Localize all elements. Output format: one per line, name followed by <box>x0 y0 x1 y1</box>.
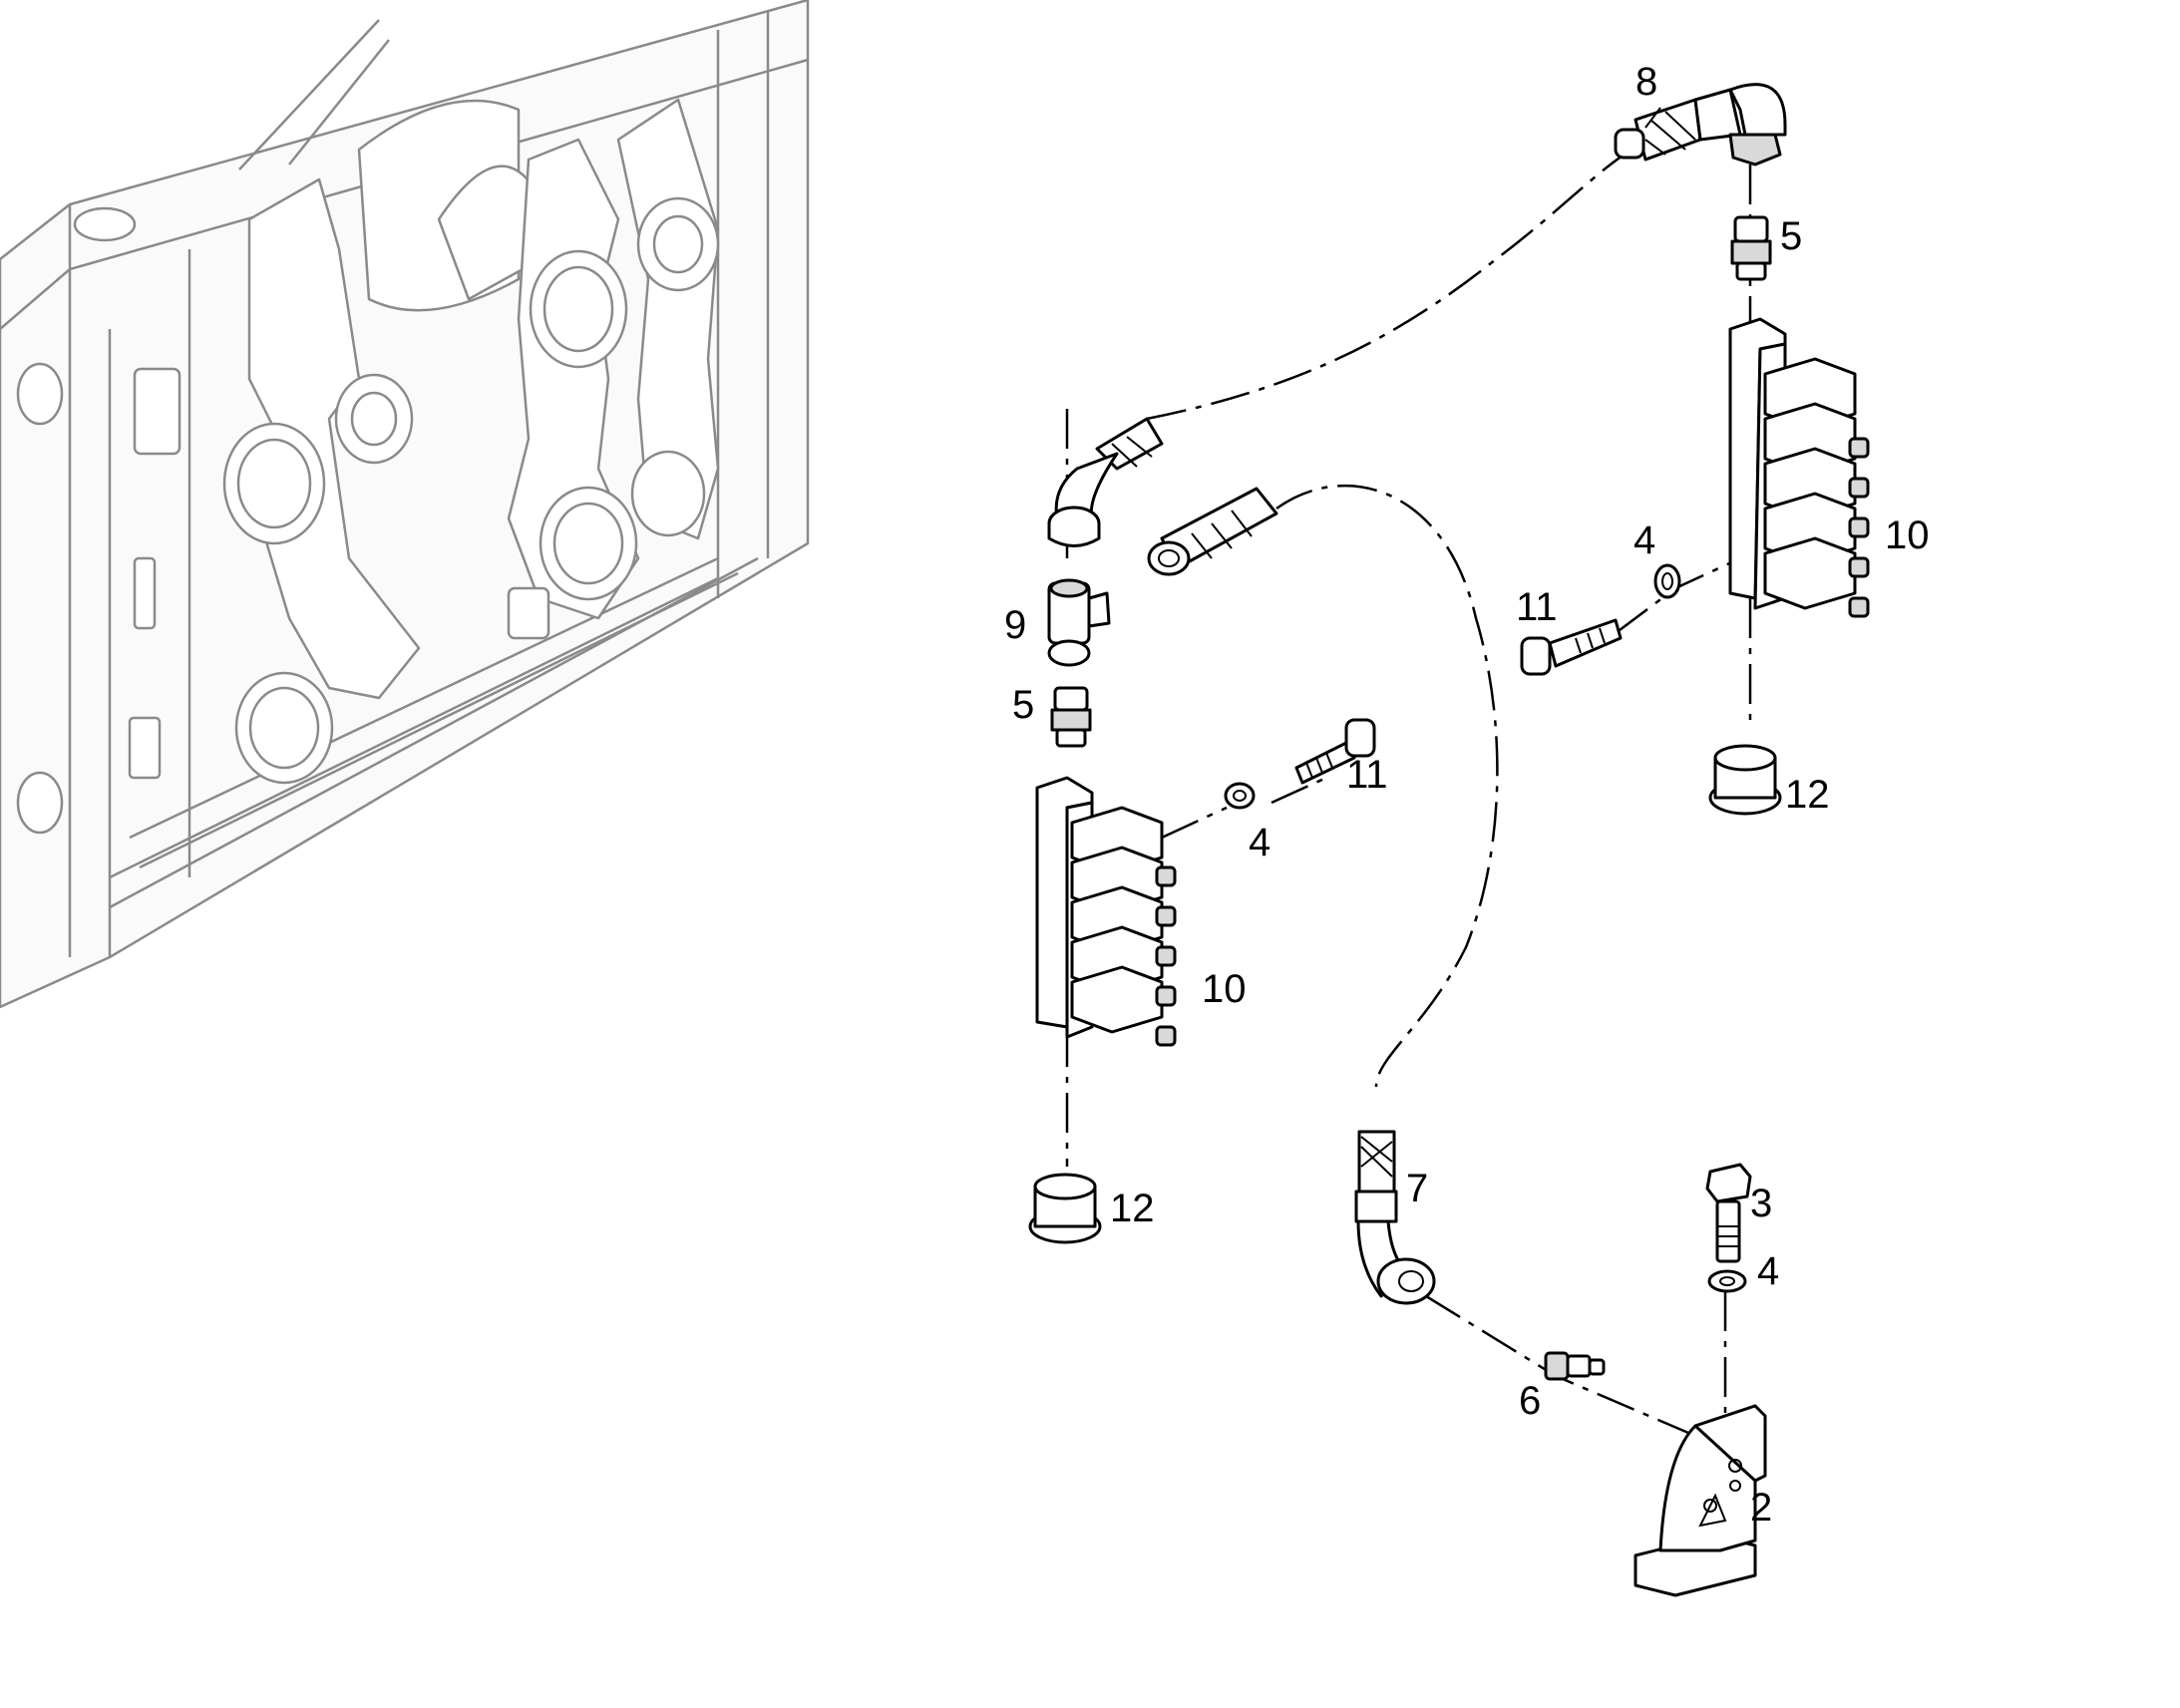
callout-11-left: 11 <box>1346 753 1388 797</box>
callout-4-right: 4 <box>1634 518 1655 562</box>
manifold-part-10-right <box>1728 317 1870 618</box>
washer-part-4-left <box>1224 782 1256 810</box>
fitting-part-6 <box>1544 1351 1606 1381</box>
hub-disc <box>539 486 638 601</box>
grease-nipple-row <box>1155 865 1177 1047</box>
bolt-part-11-right <box>1520 618 1623 676</box>
manifold-block-row <box>1763 357 1857 610</box>
callout-6: 6 <box>1519 1379 1541 1423</box>
hose-part-8 <box>1614 83 1787 167</box>
bearing-ring <box>636 196 720 292</box>
callout-11-right: 11 <box>1516 585 1558 629</box>
callout-7: 7 <box>1406 1167 1428 1210</box>
plug-part-12-left <box>1028 1173 1102 1244</box>
hub-disc <box>234 671 334 785</box>
callout-12-left: 12 <box>1110 1187 1155 1230</box>
callout-12-right: 12 <box>1785 773 1830 817</box>
hose-routes <box>1065 138 1752 1555</box>
bearing-ring <box>334 373 414 465</box>
callout-9: 9 <box>1004 603 1026 647</box>
fitting-part-5-upper <box>1730 215 1772 281</box>
callout-10-left: 10 <box>1202 967 1247 1011</box>
bolt-part-3 <box>1705 1163 1752 1263</box>
callout-4-left: 4 <box>1249 821 1271 864</box>
hose-elbow-left <box>1047 417 1164 547</box>
callout-5-upper: 5 <box>1780 214 1802 258</box>
callout-2: 2 <box>1750 1486 1772 1530</box>
washer-part-4-bottom <box>1707 1269 1747 1293</box>
hub-disc <box>222 422 326 545</box>
bolt-part-11-left <box>1294 718 1376 785</box>
callout-4-bottom: 4 <box>1757 1249 1779 1293</box>
fitting-part-5-lower <box>1050 686 1092 748</box>
tee-fitting-part-9 <box>1047 578 1111 667</box>
machine-frame <box>0 0 810 1009</box>
hose-straight-left <box>1147 487 1278 576</box>
washer-part-4-right <box>1653 563 1681 599</box>
callout-labels: 8 5 10 4 11 12 9 5 11 4 10 12 7 3 4 6 2 <box>1004 60 1930 1530</box>
callout-8: 8 <box>1635 60 1657 104</box>
hose-part-7 <box>1354 1130 1436 1305</box>
bearing-ring <box>630 450 706 537</box>
grease-nipple-row <box>1848 437 1870 618</box>
callout-3: 3 <box>1750 1182 1772 1225</box>
manifold-block-row <box>1070 806 1164 1034</box>
callout-5-lower: 5 <box>1012 683 1034 727</box>
bracket-part-2 <box>1634 1404 1767 1597</box>
manifold-part-10-left <box>1035 776 1177 1047</box>
hub-disc <box>529 249 628 369</box>
plug-part-12-right <box>1708 744 1782 816</box>
callout-10-right: 10 <box>1885 513 1930 557</box>
